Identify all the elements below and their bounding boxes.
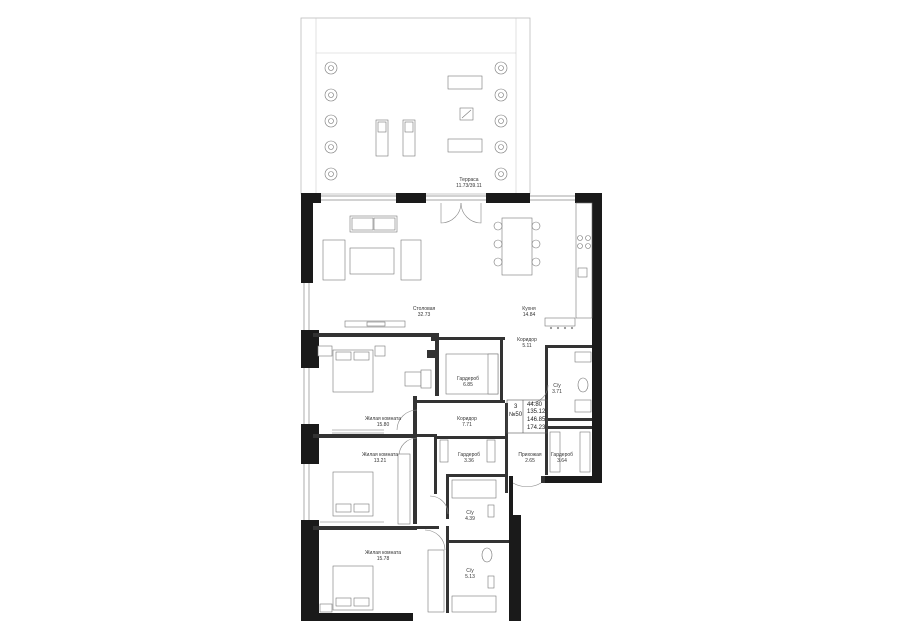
windows [303, 195, 575, 520]
area-4: 174.23 [527, 425, 546, 431]
bedroom2-furniture [320, 453, 411, 525]
terrace-loungers [375, 75, 483, 157]
interior-walls [313, 333, 592, 613]
area-3: 146.85 [527, 417, 546, 423]
terrace [300, 17, 531, 195]
bedroom1-furniture [317, 345, 432, 434]
doors [396, 202, 549, 551]
area-2: 135.12 [527, 409, 546, 415]
bath-fixtures [439, 351, 592, 613]
living-furniture [322, 215, 541, 328]
apartment-number: №50 [509, 412, 523, 418]
kitchen-units [544, 202, 593, 330]
rooms-count: 3 [514, 404, 518, 410]
exterior-walls [301, 193, 602, 621]
area-1: 44.80 [527, 402, 543, 408]
terrace-plants [324, 61, 508, 181]
bedroom3-furniture [319, 549, 445, 613]
